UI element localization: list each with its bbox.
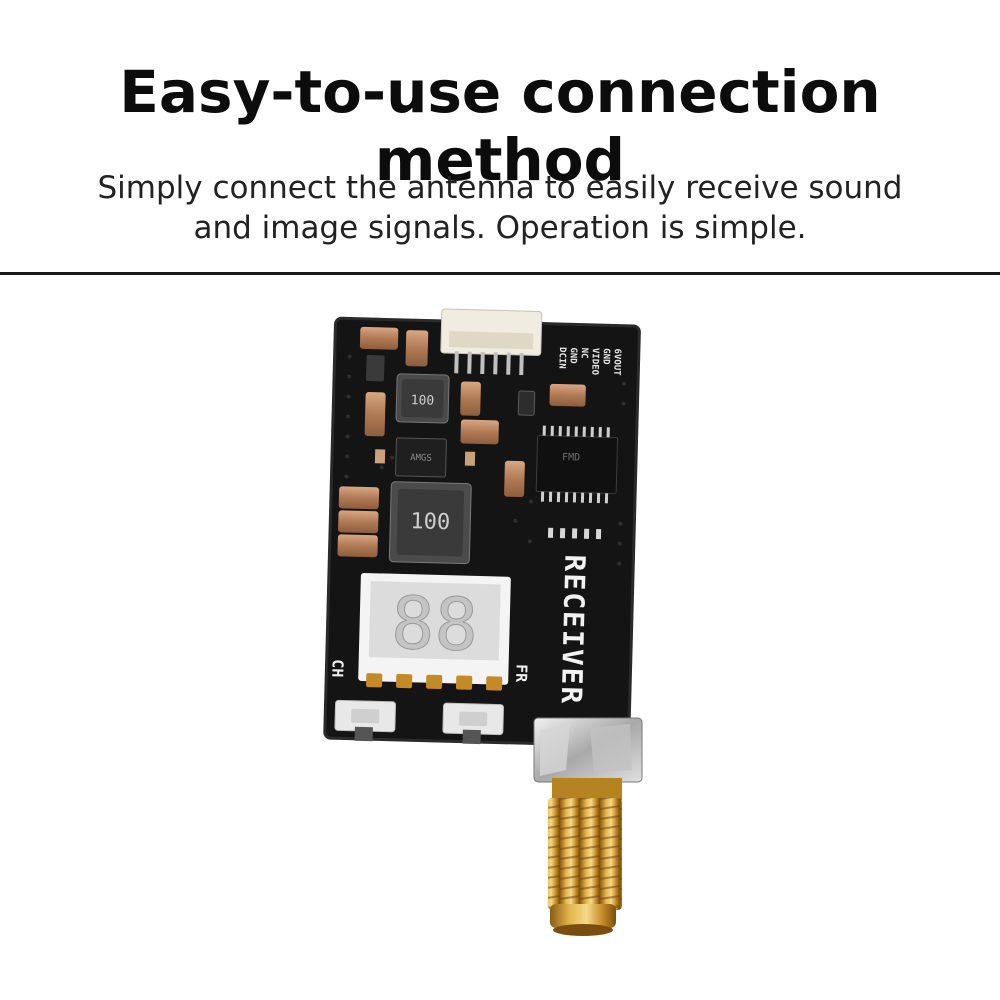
button-label-fr: FR bbox=[512, 664, 530, 683]
capacitor bbox=[338, 510, 379, 534]
page-title: Easy-to-use connection method bbox=[119, 58, 881, 194]
capacitor bbox=[460, 419, 499, 445]
capacitor bbox=[460, 381, 481, 416]
svg-text:FMD: FMD bbox=[562, 452, 580, 463]
pin-label-nc: NC bbox=[579, 348, 589, 359]
inductor-large: 100 bbox=[388, 481, 472, 565]
main-ic: FMD bbox=[535, 425, 619, 504]
inductor-small: 100 bbox=[395, 373, 450, 424]
seven-segment-display: 88 bbox=[358, 572, 511, 691]
subtitle-line-1: Simply connect the antenna to easily rec… bbox=[97, 170, 903, 206]
small-ic: AMGS bbox=[395, 437, 447, 478]
svg-text:AMGS: AMGS bbox=[410, 453, 432, 464]
horizontal-divider bbox=[0, 272, 1000, 275]
pin-label-video: VIDEO bbox=[589, 348, 600, 376]
capacitor bbox=[504, 460, 525, 498]
subtitle-line-2: and image signals. Operation is simple. bbox=[193, 210, 807, 246]
pin-label-gnd2: GND bbox=[568, 347, 578, 364]
ch-button[interactable] bbox=[334, 699, 397, 742]
pin-label-gnd: GND bbox=[600, 348, 610, 365]
svg-text:100: 100 bbox=[410, 509, 450, 535]
svg-text:88: 88 bbox=[390, 581, 479, 667]
capacitor bbox=[337, 534, 378, 558]
capacitor bbox=[549, 383, 586, 407]
capacitor bbox=[359, 326, 399, 350]
pin-label-dcin: DCIN bbox=[556, 347, 567, 369]
pin-label-6vout: 6VOUT bbox=[611, 348, 622, 376]
connector-header bbox=[440, 308, 543, 376]
fr-button[interactable] bbox=[442, 702, 504, 745]
capacitor bbox=[405, 330, 429, 367]
button-label-ch: CH bbox=[328, 659, 346, 678]
board-label-receiver: RECEIVER bbox=[555, 554, 592, 706]
capacitor bbox=[364, 392, 386, 437]
pcb-board: DCIN GND NC VIDEO GND 6VOUT 100 AMGS bbox=[323, 308, 641, 748]
sma-antenna-connector bbox=[533, 717, 643, 936]
capacitor bbox=[338, 486, 380, 510]
subtitle: Simply connect the antenna to easily rec… bbox=[0, 168, 1000, 248]
svg-text:100: 100 bbox=[411, 393, 435, 409]
